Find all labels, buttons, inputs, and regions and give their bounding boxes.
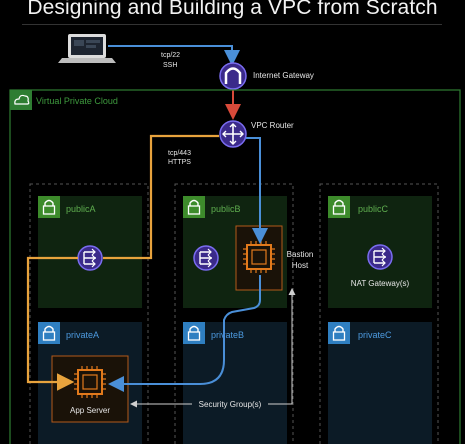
subnet-label-privateC: privateC xyxy=(358,330,392,340)
az-column-b xyxy=(174,183,294,444)
vpc-label: Virtual Private Cloud xyxy=(36,96,118,106)
page-title: Designing and Building a VPC from Scratc… xyxy=(27,0,438,19)
https-path-upper xyxy=(103,134,219,260)
nat-gateway-icon xyxy=(367,244,393,270)
security-groups-label: Security Group(s) xyxy=(199,400,262,409)
az-column-a xyxy=(29,183,149,444)
bastion-app-path xyxy=(108,275,261,392)
internet-gateway-icon xyxy=(219,62,247,90)
bastion-label-line2: Host xyxy=(292,261,309,270)
https-port-label: tcp/443 xyxy=(168,150,191,157)
lock-icon xyxy=(328,322,350,344)
subnet-label-privateB: privateB xyxy=(211,330,244,340)
subnet-privateC: privateC xyxy=(328,322,432,444)
lock-icon xyxy=(183,322,205,344)
internet-gateway-label: Internet Gateway xyxy=(253,71,314,80)
router-bastion-path xyxy=(246,137,268,244)
subnet-label-publicC: publicC xyxy=(358,204,389,214)
laptop-icon xyxy=(58,34,116,63)
vpc-router-label: VPC Router xyxy=(251,121,294,130)
az-column-c xyxy=(319,183,439,444)
subnet-label-publicB: publicB xyxy=(211,204,241,214)
vpc-boundary xyxy=(9,89,461,444)
title-divider xyxy=(22,24,442,25)
vpc-cloud-icon xyxy=(10,90,32,110)
chip-icon xyxy=(74,366,106,398)
nat-gateway-icon xyxy=(77,245,103,271)
security-group-arrow-up xyxy=(268,288,296,405)
lock-icon xyxy=(38,322,60,344)
subnet-label-privateA: privateA xyxy=(66,330,99,340)
nat-gateway-label: NAT Gateway(s) xyxy=(351,279,410,288)
subnet-label-publicA: publicA xyxy=(66,204,96,214)
lock-icon xyxy=(328,196,350,218)
lock-icon xyxy=(38,196,60,218)
bastion-label-line1: Bastion xyxy=(287,250,314,259)
chip-icon xyxy=(243,241,275,273)
ssh-path xyxy=(108,45,240,66)
nat-gateway-icon xyxy=(193,245,219,271)
ssh-label: SSH xyxy=(163,62,177,69)
lock-icon xyxy=(183,196,205,218)
https-label: HTTPS xyxy=(168,159,191,166)
ssh-port-label: tcp/22 xyxy=(161,52,180,59)
app-server-label: App Server xyxy=(70,406,110,415)
vpc-router-icon xyxy=(219,120,247,148)
https-path-lower xyxy=(26,256,78,391)
